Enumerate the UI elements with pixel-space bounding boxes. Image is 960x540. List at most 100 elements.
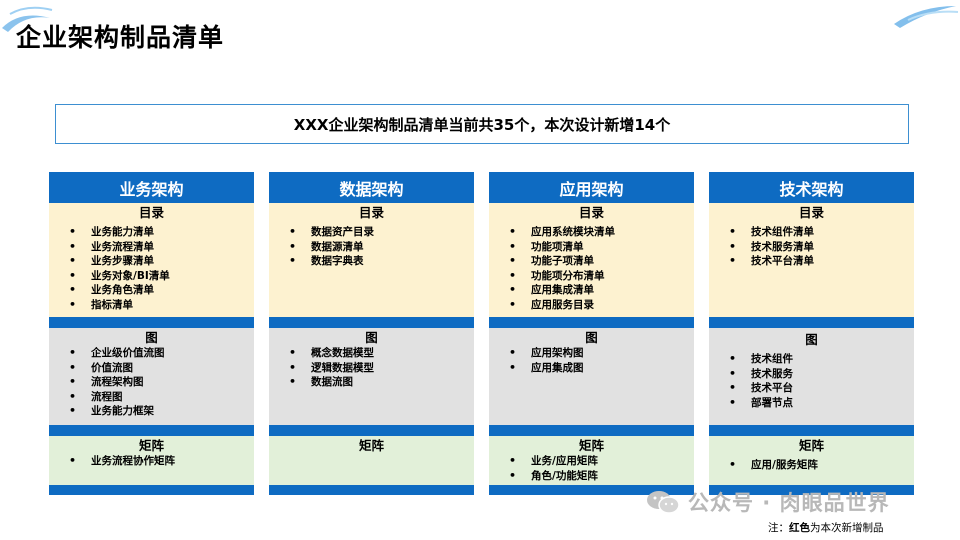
section-divider [49,317,254,328]
watermark-text: 公众号 · 肉眼品世界 [688,491,890,515]
list-item: 技术组件清单 [729,225,914,240]
diagram-title: 图 [365,330,378,345]
footnote: 注：红色为本次新增制品 [768,520,884,535]
catalog-section: 目录 业务能力清单 业务流程清单 业务步骤清单 业务对象/BI清单 业务角色清单… [49,203,254,317]
matrix-list: 业务/应用矩阵 角色/功能矩阵 [489,454,694,483]
catalog-section: 目录 数据资产目录 数据源清单 数据字典表 [269,203,474,317]
catalog-list: 数据资产目录 数据源清单 数据字典表 [269,225,474,269]
wechat-icon [647,491,680,514]
diagram-title: 图 [585,330,598,345]
catalog-list: 技术组件清单 技术服务清单 技术平台清单 [709,225,914,269]
diagram-section: 图 企业级价值流图 价值流图 流程架构图 流程图 业务能力框架 [49,328,254,425]
footnote-suffix: 为本次新增制品 [810,522,884,534]
list-item: 价值流图 [69,361,254,376]
section-divider [489,425,694,436]
section-divider [489,485,694,495]
section-divider [709,485,914,495]
list-item: 流程图 [69,390,254,405]
catalog-title: 目录 [358,205,384,220]
list-item: 应用集成图 [509,361,694,376]
catalog-list: 业务能力清单 业务流程清单 业务步骤清单 业务对象/BI清单 业务角色清单 指标… [49,225,254,312]
decorative-swoosh-right [894,6,959,28]
matrix-title: 矩阵 [798,438,824,453]
list-item: 业务能力清单 [69,225,254,240]
diagram-title: 图 [805,332,818,347]
decorative-swoosh-left [2,6,53,32]
list-item: 数据资产目录 [289,225,474,240]
list-item: 数据源清单 [289,240,474,255]
matrix-title: 矩阵 [578,438,604,453]
list-item: 角色/功能矩阵 [509,469,694,484]
list-item: 技术服务 [729,367,914,382]
diagram-list: 技术组件 技术服务 技术平台 部署节点 [709,352,914,410]
diagram-section: 图 技术组件 技术服务 技术平台 部署节点 [709,328,914,425]
column-header: 技术架构 [709,172,914,203]
matrix-list: 业务流程协作矩阵 [49,454,254,469]
section-divider [49,485,254,495]
catalog-section: 目录 应用系统模块清单 功能项清单 功能子项清单 功能项分布清单 应用集成清单 … [489,203,694,317]
list-item: 数据流图 [289,375,474,390]
matrix-title: 矩阵 [138,438,164,453]
column-header: 应用架构 [489,172,694,203]
list-item: 业务角色清单 [69,283,254,298]
list-item: 功能项分布清单 [509,269,694,284]
list-item: 部署节点 [729,396,914,411]
list-item: 应用/服务矩阵 [729,458,914,473]
matrix-section: 矩阵 业务/应用矩阵 角色/功能矩阵 [489,436,694,485]
list-item: 数据字典表 [289,254,474,269]
list-item: 企业级价值流图 [69,346,254,361]
diagram-section: 图 应用架构图 应用集成图 [489,328,694,425]
list-item: 逻辑数据模型 [289,361,474,376]
list-item: 流程架构图 [69,375,254,390]
list-item: 技术平台清单 [729,254,914,269]
matrix-section: 矩阵 业务流程协作矩阵 [49,436,254,485]
diagram-list: 概念数据模型 逻辑数据模型 数据流图 [269,346,474,390]
diagram-title: 图 [145,330,158,345]
watermark: 公众号 · 肉眼品世界 [646,487,890,517]
column-header: 数据架构 [269,172,474,203]
list-item: 业务流程协作矩阵 [69,454,254,469]
list-item: 概念数据模型 [289,346,474,361]
list-item: 技术平台 [729,381,914,396]
matrix-title: 矩阵 [358,438,384,453]
catalog-title: 目录 [138,205,164,220]
matrix-section: 矩阵 应用/服务矩阵 [709,436,914,485]
summary-banner: XXX企业架构制品清单当前共35个，本次设计新增14个 [55,104,909,144]
matrix-list: 应用/服务矩阵 [709,458,914,473]
footnote-highlight: 红色 [789,522,810,534]
column-technology-architecture: 技术架构 目录 技术组件清单 技术服务清单 技术平台清单 图 技术组件 技术服务… [709,172,914,495]
section-divider [269,485,474,495]
list-item: 技术服务清单 [729,240,914,255]
list-item: 业务/应用矩阵 [509,454,694,469]
list-item: 应用服务目录 [509,298,694,313]
footnote-prefix: 注： [768,522,789,534]
section-divider [269,425,474,436]
list-item: 功能子项清单 [509,254,694,269]
diagram-section: 图 概念数据模型 逻辑数据模型 数据流图 [269,328,474,425]
list-item: 应用架构图 [509,346,694,361]
column-business-architecture: 业务架构 目录 业务能力清单 业务流程清单 业务步骤清单 业务对象/BI清单 业… [49,172,254,495]
page-title: 企业架构制品清单 [16,23,225,52]
column-header: 业务架构 [49,172,254,203]
section-divider [709,425,914,436]
list-item: 功能项清单 [509,240,694,255]
list-item: 业务流程清单 [69,240,254,255]
list-item: 应用集成清单 [509,283,694,298]
section-divider [49,425,254,436]
diagram-list: 企业级价值流图 价值流图 流程架构图 流程图 业务能力框架 [49,346,254,419]
list-item: 技术组件 [729,352,914,367]
section-divider [489,317,694,328]
catalog-title: 目录 [798,205,824,220]
list-item: 应用系统模块清单 [509,225,694,240]
section-divider [269,317,474,328]
catalog-section: 目录 技术组件清单 技术服务清单 技术平台清单 [709,203,914,317]
matrix-section: 矩阵 [269,436,474,485]
list-item: 业务对象/BI清单 [69,269,254,284]
list-item: 业务步骤清单 [69,254,254,269]
catalog-title: 目录 [578,205,604,220]
column-application-architecture: 应用架构 目录 应用系统模块清单 功能项清单 功能子项清单 功能项分布清单 应用… [489,172,694,495]
list-item: 指标清单 [69,298,254,313]
diagram-list: 应用架构图 应用集成图 [489,346,694,375]
catalog-list: 应用系统模块清单 功能项清单 功能子项清单 功能项分布清单 应用集成清单 应用服… [489,225,694,312]
list-item: 业务能力框架 [69,404,254,419]
